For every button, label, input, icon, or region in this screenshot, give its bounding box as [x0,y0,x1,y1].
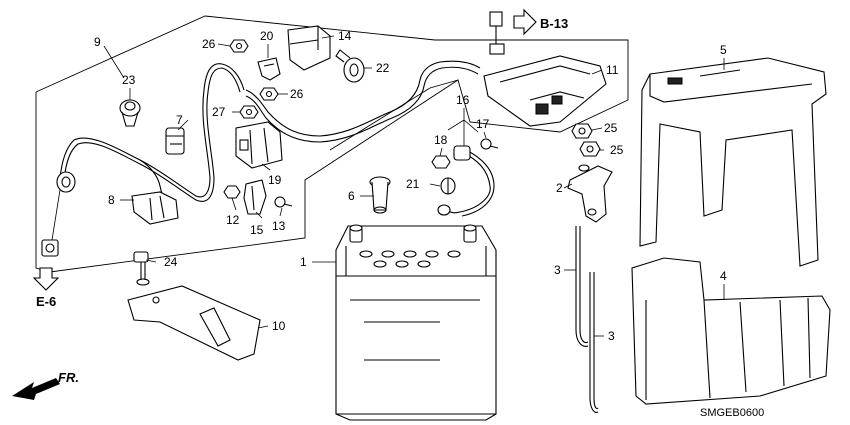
callout-5: 5 [720,43,727,57]
fuse-block-19 [235,121,283,169]
hold-down-rod-3a [575,226,589,347]
clamp-20 [257,57,281,81]
hold-down-rod-3b [589,272,599,413]
callout-20: 20 [260,29,274,43]
terminal-cable-16 [437,145,495,217]
connector-8 [131,191,179,225]
bolt-24 [133,251,150,286]
callout-13: 13 [272,219,286,233]
ref-arrow-b13 [513,8,537,36]
wire-harness-9 [41,60,481,257]
callout-9: 9 [94,35,101,49]
callout-17: 17 [476,117,490,131]
callout-8: 8 [108,193,115,207]
callout-27: 27 [212,105,226,119]
callout-25a: 25 [604,121,618,135]
callout-11: 11 [606,63,619,77]
bracket-15 [243,179,267,215]
front-arrow [12,378,60,400]
callout-1: 1 [300,255,307,269]
harness-group-frame-inner [329,79,459,151]
fuse-holder-7 [165,127,185,155]
bolt-b13 [489,11,505,55]
callout-7: 7 [176,113,183,127]
callout-14: 14 [338,29,352,43]
nut-25-lower [579,141,601,157]
callout-26a: 26 [202,37,216,51]
callout-15: 15 [250,223,264,237]
nut-12 [223,185,241,199]
callout-25b: 25 [610,143,624,157]
callout-4: 4 [720,269,727,283]
clip-22 [335,49,365,83]
battery-tray-4 [631,257,831,405]
leader-lines [103,35,725,337]
callout-6: 6 [348,189,355,203]
nut-26-upper [229,39,249,53]
harness-group-frame [35,15,629,273]
callout-10: 10 [272,319,286,333]
nut-25-upper [571,123,593,139]
reference-b13-label: B-13 [540,16,568,31]
diagram-code: SMGEB0600 [700,407,764,419]
ref-arrow-e6 [32,267,60,291]
battery-1 [335,224,497,421]
bolt-13 [274,196,293,208]
callout-23: 23 [122,73,136,87]
terminal-21 [440,177,456,195]
front-direction-label: FR. [58,370,79,385]
terminal-cover-14 [287,25,331,71]
nut-26-lower [259,87,279,101]
callout-26b: 26 [290,87,304,101]
callout-3b: 3 [608,329,615,343]
nut-18 [431,155,451,169]
clip-23 [119,99,141,127]
callout-22: 22 [376,61,390,75]
nut-27 [239,105,259,119]
bolt-17 [480,138,499,150]
hold-down-bracket-2 [567,164,613,223]
vent-plug-6 [369,176,391,214]
reference-e6-label: E-6 [36,294,56,309]
battery-bracket-10 [127,285,261,361]
callout-18: 18 [434,133,448,147]
battery-cover-5 [639,57,827,267]
callout-2: 2 [556,181,563,195]
relay-box-11 [483,55,607,127]
callout-24: 24 [164,255,178,269]
callout-19: 19 [268,173,282,187]
callout-21: 21 [406,177,420,191]
callout-16: 16 [456,93,470,107]
callout-12: 12 [226,213,240,227]
callout-3a: 3 [554,263,561,277]
